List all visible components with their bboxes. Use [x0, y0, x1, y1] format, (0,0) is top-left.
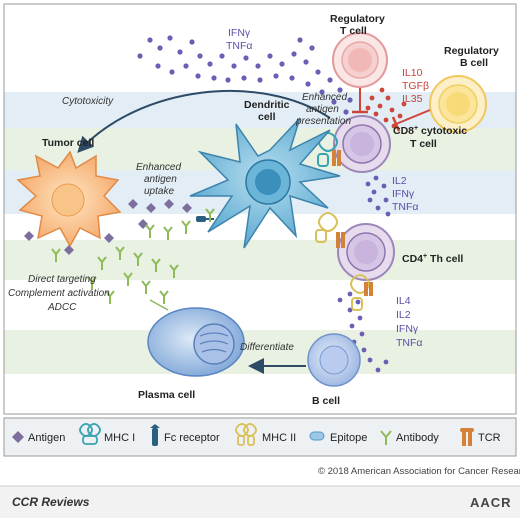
tumor-cell [16, 150, 122, 248]
cytokine-top-1: IFNγ [228, 27, 251, 39]
cd8-label-line2: T cell [410, 138, 437, 150]
mhc-ii-bcell-interface [350, 274, 373, 311]
tcr-icon [460, 428, 474, 446]
svg-text:Antigen: Antigen [28, 432, 65, 444]
fc-receptor-icon [150, 424, 160, 446]
epitope-icon [309, 431, 325, 441]
mhc-ii-tcr-interface [315, 212, 345, 248]
cytokine-il35: IL35 [402, 93, 423, 105]
cd4-label: CD4+ Th cell [402, 253, 463, 265]
regulatory-b-cell [429, 75, 487, 133]
cytokine-cd8-tnfa: TNFα [392, 201, 418, 213]
footer-bar [0, 486, 520, 518]
bcell-label: B cell [312, 395, 340, 407]
plasma-cell [147, 307, 245, 377]
band-green-2 [4, 240, 516, 280]
cytokine-cd8-ifng: IFNγ [392, 188, 415, 200]
plasma-label: Plasma cell [138, 389, 195, 401]
complement-activation-label: Complement activation [8, 288, 110, 299]
legend-fc-receptor: Fc receptor [150, 424, 220, 446]
cd8-label: CD8+ cytotoxic [393, 125, 467, 137]
legend-antibody: Antibody [380, 430, 439, 445]
enhanced-presentation-3: presentation [295, 116, 351, 127]
svg-text:MHC I: MHC I [104, 432, 135, 444]
cytokine-cloud-top [137, 35, 353, 115]
diagram-frame [3, 3, 517, 415]
plasma-antibody-link [149, 299, 169, 311]
inhibit-line-breg [395, 109, 431, 125]
cytokine-il10: IL10 [402, 67, 423, 79]
antibodies [51, 208, 215, 304]
svg-text:TCR: TCR [478, 432, 501, 444]
tumor-label: Tumor cell [42, 137, 94, 149]
regulatory-b-label-2: B cell [460, 57, 488, 69]
legend-tcr: TCR [460, 428, 501, 446]
b-cell [307, 333, 361, 387]
cytokine-cd4-il4: IL4 [396, 295, 411, 307]
cytokine-cloud-treg [365, 87, 407, 129]
svg-text:Epitope: Epitope [330, 432, 367, 444]
cytokine-cd8-il2: IL2 [392, 175, 407, 187]
cd8-t-cell [333, 115, 391, 173]
regulatory-t-label-2: T cell [340, 25, 367, 37]
cytokine-tgfb: TGFβ [402, 80, 429, 92]
cd4-th-cell [337, 223, 395, 281]
svg-text:MHC II: MHC II [262, 432, 296, 444]
antibody-icon [380, 430, 392, 445]
svg-text:Antibody: Antibody [396, 432, 439, 444]
cytokine-cloud-cd8 [365, 175, 391, 217]
enhanced-uptake-1: Enhanced [136, 162, 181, 173]
cytotoxicity-arrow [77, 89, 331, 153]
dendritic-label-1: Dendritic [244, 99, 290, 111]
aacr-logo: AACR [470, 495, 512, 510]
cytokine-cloud-cd4 [337, 291, 389, 373]
enhanced-presentation-1: Enhanced [302, 92, 347, 103]
legend-box [3, 417, 517, 457]
regulatory-b-label-1: Regulatory [444, 45, 499, 57]
dendritic-cell [189, 117, 341, 249]
regulatory-t-cell [332, 32, 388, 88]
mhc-ii-icon [235, 423, 257, 446]
legend-epitope: Epitope [309, 431, 367, 444]
enhanced-uptake-2: antigen [144, 174, 177, 185]
legend-mhc-i: MHC I [79, 423, 135, 445]
cytokine-cd4-ifng: IFNγ [396, 323, 419, 335]
legend-antigen: Antigen [12, 431, 65, 444]
svg-text:Fc receptor: Fc receptor [164, 432, 220, 444]
antigen-icon [12, 431, 24, 443]
differentiate-label: Differentiate [240, 342, 294, 353]
cytotoxicity-label: Cytotoxicity [62, 96, 114, 107]
cytokine-cd4-tnfa: TNFα [396, 337, 422, 349]
cytokine-cd4-il2: IL2 [396, 309, 411, 321]
mhc-i-icon [79, 423, 101, 445]
adcc-label: ADCC [47, 302, 77, 313]
antigens [24, 199, 192, 255]
legend-mhc-ii: MHC II [235, 423, 296, 446]
direct-targeting-label: Direct targeting [28, 274, 96, 285]
enhanced-presentation-2: antigen [306, 104, 339, 115]
dendritic-label-2: cell [258, 111, 276, 123]
enhanced-uptake-3: uptake [144, 186, 174, 197]
inhibit-bar-breg [391, 116, 401, 132]
regulatory-t-label-1: Regulatory [330, 13, 385, 25]
series-label: CCR Reviews [12, 495, 90, 509]
copyright-text: © 2018 American Association for Cancer R… [318, 466, 520, 477]
cytokine-top-2: TNFα [226, 40, 252, 52]
